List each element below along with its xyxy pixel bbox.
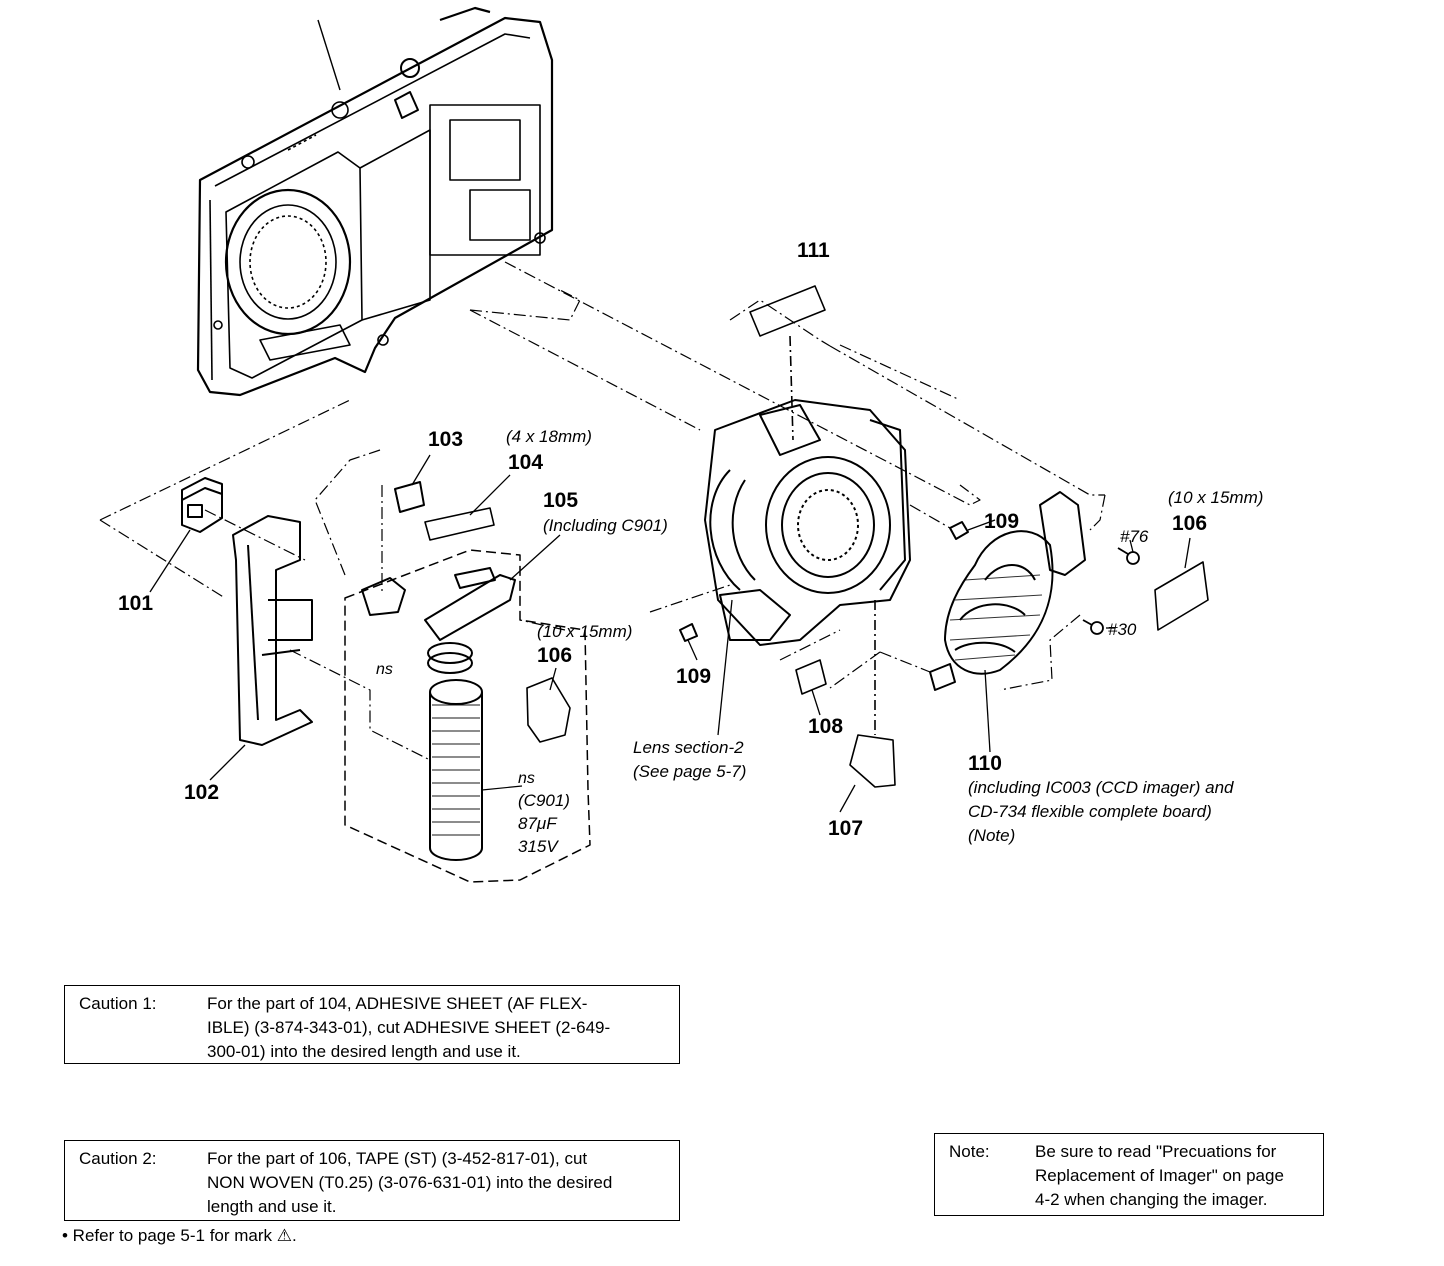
caution-1-line: For the part of 104, ADHESIVE SHEET (AF …: [207, 994, 588, 1013]
label-capacitor-ref: (C901): [518, 791, 570, 810]
label-110-note-2: CD-734 flexible complete board): [968, 802, 1212, 821]
part-108: [795, 659, 827, 695]
label-105-note: (Including C901): [543, 516, 668, 535]
note-box: Note: Be sure to read "Precuations for R…: [934, 1133, 1324, 1216]
label-104-size: (4 x 18mm): [506, 427, 592, 446]
footnote: • Refer to page 5-1 for mark ⚠.: [62, 1226, 297, 1245]
part-107: [849, 734, 896, 788]
note-text: Be sure to read "Precuations for Replace…: [1035, 1140, 1315, 1212]
lens-block: [704, 399, 911, 646]
label-110-note-3: (Note): [968, 826, 1015, 845]
part-101: [181, 477, 223, 533]
caution-2-line: length and use it.: [207, 1197, 337, 1216]
part-105: [361, 567, 516, 674]
label-106-left-size: (10 x 15mm): [537, 622, 632, 641]
caution-1-line: IBLE) (3-874-343-01), cut ADHESIVE SHEET…: [207, 1018, 611, 1037]
part-106-left: [526, 677, 571, 743]
label-screw-30: #30: [1108, 620, 1137, 639]
label-108: 108: [808, 715, 843, 738]
sheet-111: [749, 285, 826, 337]
part-104: [424, 507, 495, 541]
caution-2-label: Caution 2:: [79, 1149, 157, 1168]
label-lens-section-page: (See page 5-7): [633, 762, 746, 781]
label-106-left: 106: [537, 644, 572, 667]
part-110: [929, 491, 1086, 691]
caution-2-text: For the part of 106, TAPE (ST) (3-452-81…: [207, 1147, 671, 1219]
caution-2-box: Caution 2: For the part of 106, TAPE (ST…: [64, 1140, 680, 1221]
screw-76: [1117, 547, 1140, 565]
label-capacitor-value: 87μF: [518, 814, 558, 833]
label-109-lower: 109: [676, 665, 711, 688]
part-106-right: [1154, 561, 1209, 631]
label-102: 102: [184, 781, 219, 804]
caution-2-line: NON WOVEN (T0.25) (3-076-631-01) into th…: [207, 1173, 613, 1192]
label-104: 104: [508, 451, 543, 474]
label-107: 107: [828, 817, 863, 840]
caution-1-label: Caution 1:: [79, 994, 157, 1013]
label-screw-76: #76: [1120, 527, 1149, 546]
label-110: 110: [968, 752, 1002, 775]
note-line: Be sure to read "Precuations for: [1035, 1142, 1277, 1161]
label-105: 105: [543, 489, 578, 512]
exploded-parts-diagram: 111 (4 x 18mm) 103 104 105 (Including C9…: [99, 6, 1263, 883]
label-106-right: 106: [1172, 512, 1207, 535]
label-lens-section: Lens section-2: [633, 738, 744, 757]
screw-30: [1082, 619, 1104, 635]
label-ns-2: ns: [518, 770, 535, 787]
note-line: 4-2 when changing the imager.: [1035, 1190, 1268, 1209]
label-109-upper: 109: [984, 510, 1019, 533]
label-110-note-1: (including IC003 (CCD imager) and: [968, 778, 1234, 797]
caution-2-line: For the part of 106, TAPE (ST) (3-452-81…: [207, 1149, 588, 1168]
caution-1-line: 300-01) into the desired length and use …: [207, 1042, 521, 1061]
part-109-lower: [679, 623, 698, 642]
part-102: [232, 515, 313, 746]
label-ns-1: ns: [376, 661, 393, 678]
part-109-upper: [949, 521, 969, 540]
caution-1-text: For the part of 104, ADHESIVE SHEET (AF …: [207, 992, 671, 1064]
front-cabinet: [196, 6, 554, 397]
label-101: 101: [118, 592, 153, 615]
note-label: Note:: [949, 1142, 990, 1161]
capacitor-c901: [429, 679, 483, 861]
label-103: 103: [428, 428, 463, 451]
label-111: 111: [797, 239, 830, 262]
note-line: Replacement of Imager" on page: [1035, 1166, 1284, 1185]
label-106-right-size: (10 x 15mm): [1168, 488, 1263, 507]
label-capacitor-voltage: 315V: [518, 837, 559, 856]
caution-1-box: Caution 1: For the part of 104, ADHESIVE…: [64, 985, 680, 1064]
